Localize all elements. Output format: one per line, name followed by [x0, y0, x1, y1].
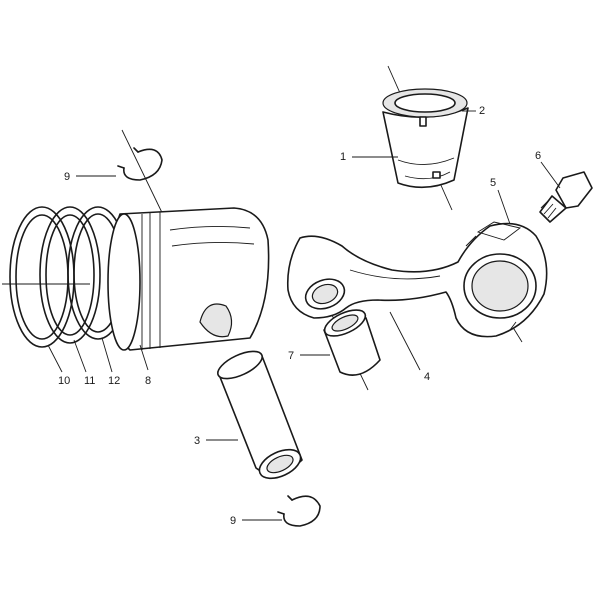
circlip-lower: [277, 495, 321, 527]
callout-1: 1: [340, 151, 346, 163]
callouts: 1 2 3 4 5 6 7 8 9 9 10 11 12: [58, 105, 541, 527]
small-end-bush: [323, 309, 381, 376]
callout-12: 12: [108, 375, 120, 387]
leader-lines: [47, 110, 561, 521]
piston-pin: [217, 350, 303, 480]
callout-9-upper: 9: [64, 171, 70, 183]
callout-5: 5: [490, 177, 496, 189]
callout-9-lower: 9: [230, 515, 236, 527]
callout-4: 4: [424, 371, 430, 383]
circlip-upper: [117, 147, 163, 181]
callout-10: 10: [58, 375, 70, 387]
callout-3: 3: [194, 435, 200, 447]
connecting-rod: [286, 221, 548, 338]
callout-8: 8: [145, 375, 151, 387]
callout-11: 11: [84, 375, 95, 387]
callout-6: 6: [535, 150, 541, 162]
bearing-shell-upper: [382, 88, 469, 189]
callout-2: 2: [479, 105, 485, 117]
connecting-rod-bolt: [539, 171, 593, 223]
piston: [107, 207, 270, 351]
callout-7: 7: [288, 350, 294, 362]
